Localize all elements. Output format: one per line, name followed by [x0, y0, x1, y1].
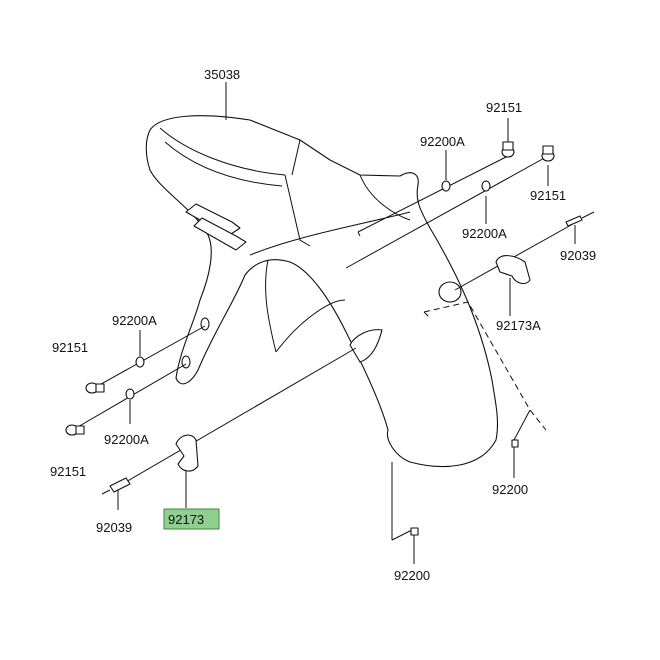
label-92151-lower[interactable]: 92151 [50, 464, 86, 479]
label-92173[interactable]: 92173 [168, 512, 204, 527]
label-92151-left[interactable]: 92151 [52, 340, 88, 355]
label-92039-left[interactable]: 92039 [96, 520, 132, 535]
hidden-edge [423, 301, 547, 431]
bolt-icon[interactable] [65, 424, 85, 436]
clip-icon[interactable] [565, 211, 595, 227]
clip-icon[interactable] [101, 477, 131, 495]
mount-tab [349, 329, 383, 363]
label-92200a-lower[interactable]: 92200A [104, 432, 149, 447]
label-92200a-left[interactable]: 92200A [112, 313, 157, 328]
highlight-box [163, 508, 220, 530]
bracket-icon[interactable] [495, 255, 531, 285]
fender-inner-curve [265, 259, 277, 353]
nut-icon[interactable] [410, 527, 419, 536]
label-92039-right[interactable]: 92039 [560, 248, 596, 263]
fender-seam-5 [359, 174, 411, 221]
label-92200-bottom[interactable]: 92200 [394, 568, 430, 583]
bolt-icon[interactable] [85, 382, 105, 394]
label-35038[interactable]: 35038 [204, 67, 240, 82]
washer-icon[interactable] [125, 388, 135, 400]
washer-icon[interactable] [441, 180, 451, 192]
bolt-icon[interactable] [541, 145, 555, 162]
fender-seam-2 [164, 141, 283, 187]
label-92200-right[interactable]: 92200 [492, 482, 528, 497]
label-92200a-top[interactable]: 92200A [420, 134, 465, 149]
nut-icon[interactable] [511, 439, 519, 448]
washer-icon[interactable] [481, 180, 491, 192]
fender-seam-1 [159, 127, 286, 176]
label-92200a-right[interactable]: 92200A [462, 226, 507, 241]
mount-boss [438, 281, 462, 303]
bolt-icon[interactable] [501, 141, 515, 158]
vent-slot-2 [193, 217, 247, 251]
fender-edge-line [249, 211, 411, 256]
fender-seam-3 [284, 174, 311, 247]
hidden-edge-2 [423, 311, 431, 319]
fender-seam-4 [291, 139, 301, 176]
mount-hole-upper [200, 317, 210, 331]
hardware [65, 141, 595, 536]
label-92173a[interactable]: 92173A [496, 318, 541, 333]
fender-inner-curve-2 [275, 299, 346, 353]
label-92151-top[interactable]: 92151 [486, 100, 522, 115]
front-fender[interactable] [145, 115, 547, 468]
washer-icon[interactable] [135, 356, 145, 368]
label-92151-right[interactable]: 92151 [530, 188, 566, 203]
bracket-icon[interactable] [175, 434, 199, 472]
